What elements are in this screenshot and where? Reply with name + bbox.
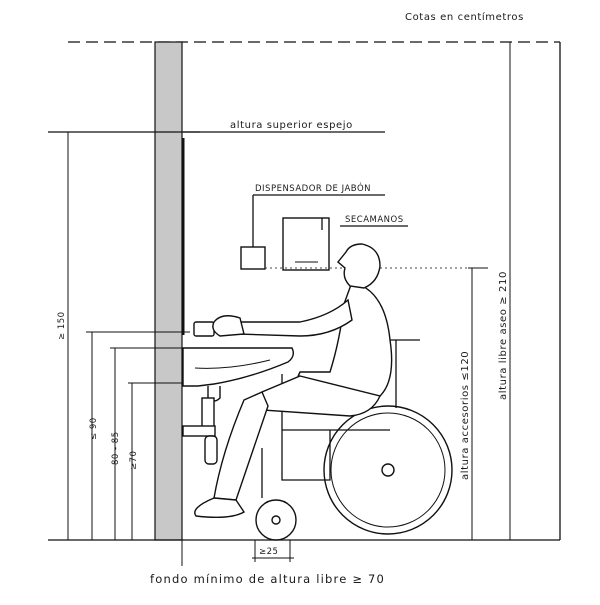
wall	[154, 41, 183, 541]
toe-clearance-label: ≥25	[259, 547, 278, 557]
hand-dryer-label: SECAMANOS	[345, 215, 404, 225]
dim-label-70: ≥70	[129, 451, 139, 470]
soap-dispenser	[240, 246, 266, 270]
dim-label-80-85: 80 - 85	[111, 431, 121, 465]
person-lower-leg	[213, 391, 269, 501]
mirror-top-label: altura superior espejo	[230, 120, 353, 131]
dim-label-90: ≤ 90	[89, 417, 99, 440]
chair-frame	[281, 374, 331, 481]
person-hand	[212, 315, 245, 337]
person-arm	[235, 298, 353, 337]
sink-basin	[182, 347, 295, 387]
dim-label-150: ≥ 150	[57, 311, 67, 340]
dim-label-120: altura accesorios ≤120	[460, 351, 471, 480]
person-head	[337, 243, 381, 289]
sink-rim	[194, 359, 271, 369]
units-note: Cotas en centímetros	[405, 11, 524, 23]
min-depth-label: fondo mínimo de altura libre ≥ 70	[150, 572, 385, 586]
chair-push-handle	[388, 339, 420, 408]
drain-elbow	[182, 425, 216, 437]
drain-pipe	[201, 397, 215, 429]
soap-dispenser-label: DISPENSADOR DE JABÓN	[255, 182, 371, 194]
wheel-hub	[381, 463, 395, 477]
dim-label-210: altura libre aseo ≥ 210	[498, 271, 509, 400]
person-foot	[194, 497, 245, 519]
wheel-rim	[330, 412, 446, 528]
faucet-icon	[193, 321, 215, 337]
drain-bottle	[204, 435, 218, 465]
wheelchair-user-figure	[194, 243, 453, 541]
hand-dryer	[282, 217, 330, 271]
front-wheel-hub	[271, 515, 281, 525]
